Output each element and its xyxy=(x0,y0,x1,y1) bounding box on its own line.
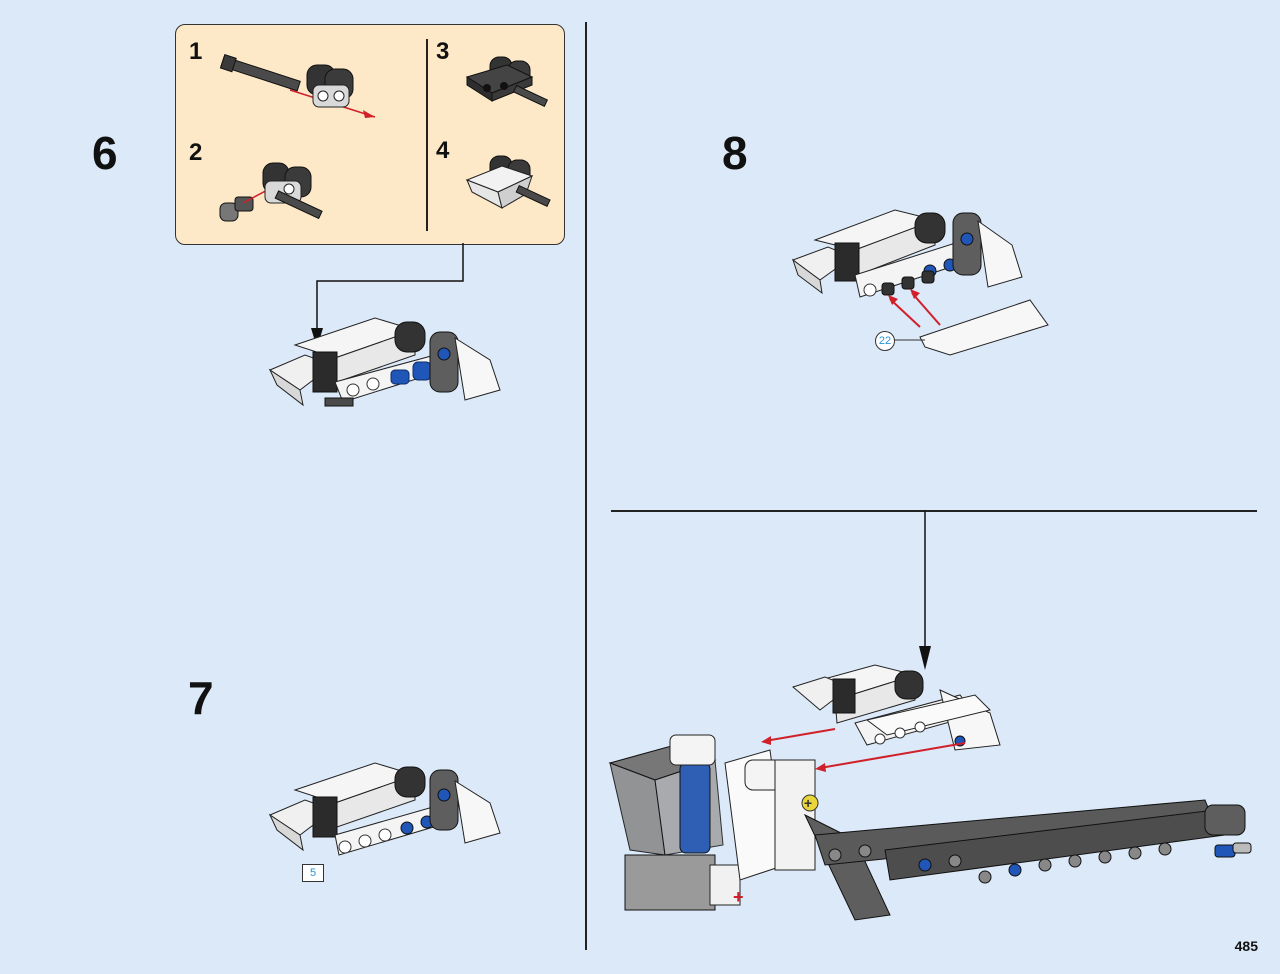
subpanel-divider xyxy=(426,39,428,231)
substep-number-4: 4 xyxy=(436,137,450,164)
substep-4-illustration xyxy=(465,155,551,209)
step-number-7: 7 xyxy=(188,672,214,724)
subassembly-reference-box: 5 xyxy=(302,864,324,882)
substep-3-illustration xyxy=(465,56,549,107)
substep-2-illustration xyxy=(219,162,323,222)
part-count-badge: 22 xyxy=(875,331,895,351)
step-8-model xyxy=(791,209,1049,356)
step-number-8: 8 xyxy=(722,127,748,179)
step-number-6: 6 xyxy=(92,127,118,179)
step-6-model xyxy=(268,317,501,407)
page-number: 485 xyxy=(1234,938,1258,954)
step-7-model xyxy=(268,762,501,856)
substep-number-2: 2 xyxy=(189,139,203,166)
substep-number-1: 1 xyxy=(189,38,203,65)
step-divider-horizontal xyxy=(611,510,1257,512)
svg-text:+: + xyxy=(804,795,812,811)
svg-text:+: + xyxy=(733,887,744,907)
substep-1-illustration xyxy=(219,54,376,118)
main-assembly-model: + + xyxy=(608,664,1252,921)
substep-number-3: 3 xyxy=(436,38,450,65)
page-divider-vertical xyxy=(585,22,587,950)
